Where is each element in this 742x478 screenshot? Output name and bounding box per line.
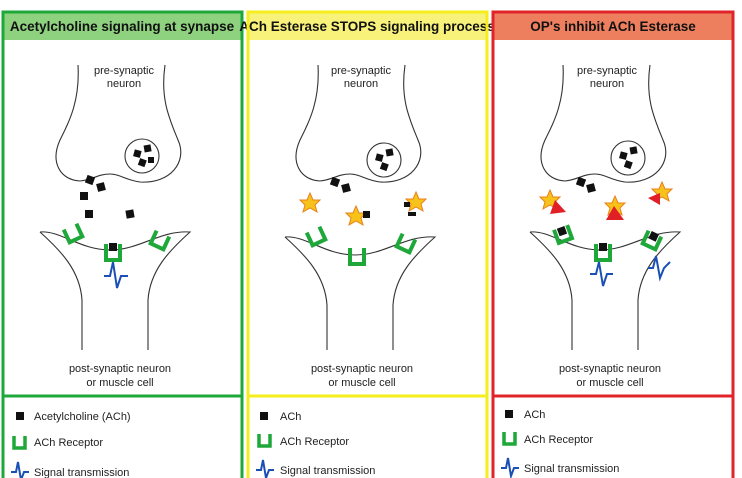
pre-synaptic-membrane xyxy=(540,64,667,183)
pre-synaptic-label-line2: neuron xyxy=(590,78,624,90)
ach-molecule xyxy=(619,151,628,160)
legend-signal-icon xyxy=(256,459,274,478)
ach-molecule xyxy=(143,144,152,153)
legend-signal-icon xyxy=(501,457,519,478)
signal-transmission xyxy=(104,261,128,289)
legend-frame xyxy=(1,394,244,478)
ach-receptor xyxy=(148,229,172,252)
legend-receptor-label: ACh Receptor xyxy=(280,436,349,448)
ach-molecule xyxy=(586,183,596,193)
post-synaptic-label: post-synaptic neuron xyxy=(311,363,413,375)
panel-ach-signaling: Acetylcholine signaling at synapse pre-s… xyxy=(1,10,244,478)
panel-header xyxy=(3,12,242,40)
panel-title: Acetylcholine signaling at synapse xyxy=(10,19,235,34)
op-inhibitor xyxy=(648,193,660,205)
ach-molecule xyxy=(125,209,135,219)
ach-receptor xyxy=(104,243,122,262)
ach-molecule xyxy=(375,153,384,162)
esterase-enzyme xyxy=(404,190,428,213)
ach-molecule xyxy=(629,146,638,155)
esterase-enzyme xyxy=(298,191,322,214)
ach-receptor xyxy=(552,224,575,246)
ach-molecule xyxy=(385,148,394,157)
pre-synaptic-label: pre-synaptic xyxy=(331,65,391,77)
pre-synaptic-membrane xyxy=(295,64,422,183)
legend-signal-label: Signal transmission xyxy=(524,463,619,475)
synaptic-vesicle xyxy=(124,138,160,174)
post-synaptic-label-line2: or muscle cell xyxy=(86,377,153,389)
ach-receptor xyxy=(594,243,612,262)
pre-synaptic-label-line2: neuron xyxy=(344,78,378,90)
ach-molecule xyxy=(575,176,587,188)
panel-title: OP's inhibit ACh Esterase xyxy=(530,19,696,34)
ach-molecule xyxy=(329,176,341,188)
legend-ach-label: Acetylcholine (ACh) xyxy=(34,411,131,423)
panel-op-inhibit: OP's inhibit ACh Esterase pre-synaptic n… xyxy=(491,10,735,478)
ach-receptor xyxy=(640,229,664,252)
legend-receptor-label: ACh Receptor xyxy=(524,434,593,446)
ach-molecule xyxy=(148,157,154,163)
ach-molecule xyxy=(133,149,142,158)
ach-receptor xyxy=(304,225,328,248)
ach-molecule xyxy=(137,158,147,168)
pre-synaptic-membrane xyxy=(55,64,182,183)
legend-signal-icon xyxy=(11,461,29,478)
post-synaptic-label: post-synaptic neuron xyxy=(559,363,661,375)
ach-molecule xyxy=(85,210,93,218)
pre-synaptic-label: pre-synaptic xyxy=(94,65,154,77)
legend-receptor-icon xyxy=(12,436,27,450)
ach-receptor xyxy=(348,248,366,266)
legend-signal-label: Signal transmission xyxy=(34,467,129,478)
ach-molecule xyxy=(623,160,633,170)
legend-ach-label: ACh xyxy=(280,411,301,423)
legend-ach-icon xyxy=(505,410,513,418)
legend-receptor-icon xyxy=(257,434,272,448)
legend-ach-icon xyxy=(260,412,268,420)
panel-title: ACh Esterase STOPS signaling process xyxy=(239,19,495,34)
legend-frame xyxy=(491,394,735,478)
ach-molecule xyxy=(379,162,389,172)
ach-receptor xyxy=(61,222,85,245)
ach-fragment xyxy=(408,212,416,216)
ach-fragment xyxy=(363,211,370,218)
ach-receptor xyxy=(394,232,418,255)
ach-molecule xyxy=(341,183,351,193)
legend-receptor-label: ACh Receptor xyxy=(34,437,103,449)
post-synaptic-label: post-synaptic neuron xyxy=(69,363,171,375)
legend-ach-icon xyxy=(16,412,24,420)
panel-header xyxy=(493,12,733,40)
legend-ach-label: ACh xyxy=(524,409,545,421)
ach-fragment xyxy=(404,202,410,207)
panel-header xyxy=(248,12,487,40)
post-synaptic-label-line2: or muscle cell xyxy=(328,377,395,389)
ach-molecule xyxy=(80,192,88,200)
op-inhibitor xyxy=(550,200,566,214)
post-synaptic-membrane xyxy=(284,236,437,350)
signal-transmission xyxy=(648,255,671,282)
legend-signal-label: Signal transmission xyxy=(280,465,375,477)
legend-frame xyxy=(246,394,489,478)
ach-molecule xyxy=(84,174,96,186)
legend-receptor-icon xyxy=(502,432,517,446)
pre-synaptic-label-line2: neuron xyxy=(107,78,141,90)
synaptic-vesicle xyxy=(366,142,402,178)
synaptic-vesicle xyxy=(610,140,646,176)
ach-molecule xyxy=(96,182,106,192)
post-synaptic-label-line2: or muscle cell xyxy=(576,377,643,389)
panel-esterase-stops: ACh Esterase STOPS signaling process pre… xyxy=(239,10,495,478)
op-inhibitor xyxy=(606,206,624,220)
signal-transmission xyxy=(590,261,613,287)
pre-synaptic-label: pre-synaptic xyxy=(577,65,637,77)
